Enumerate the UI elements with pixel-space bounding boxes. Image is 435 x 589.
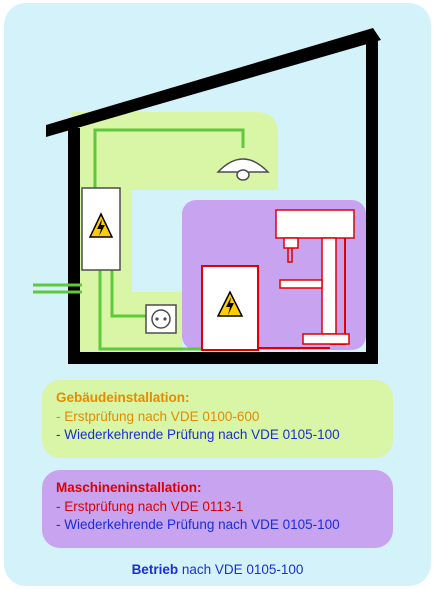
machine-control-box-icon: [201, 265, 259, 351]
socket-icon: [145, 304, 177, 334]
footer-bold: Betrieb: [131, 562, 179, 577]
machine-installation-title: Maschineninstallation:: [56, 480, 202, 495]
drill-press-icon: [275, 209, 355, 345]
ceiling-lamp-icon: [216, 158, 270, 181]
building-initial-test: - Erstprüfung nach VDE 0100-600: [56, 409, 260, 424]
machine-initial-test: - Erstprüfung nach VDE 0113-1: [56, 499, 244, 514]
building-wires: [33, 128, 245, 351]
building-installation-box: Gebäudeinstallation: - Erstprüfung nach …: [42, 380, 393, 458]
machine-recurring-test: - Wiederkehrende Prüfung nach VDE 0105-1…: [56, 517, 340, 532]
house-outline: [46, 28, 381, 364]
operation-footer: Betrieb nach VDE 0105-100: [0, 562, 435, 577]
building-installation-title: Gebäudeinstallation:: [56, 390, 190, 405]
machine-installation-box: Maschineninstallation: - Erstprüfung nac…: [42, 470, 393, 548]
footer-rest: nach VDE 0105-100: [178, 562, 304, 577]
distribution-box-icon: [81, 187, 121, 271]
building-recurring-test: - Wiederkehrende Prüfung nach VDE 0105-1…: [56, 427, 340, 442]
